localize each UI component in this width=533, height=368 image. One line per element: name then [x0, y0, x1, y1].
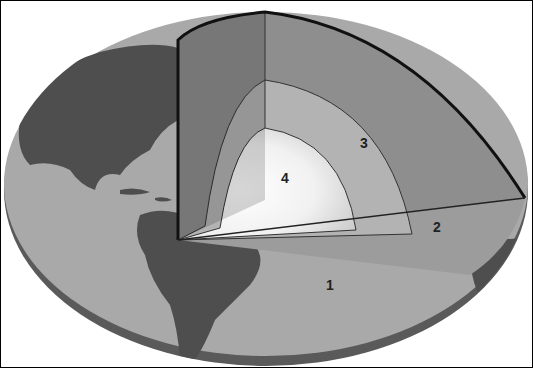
callout-number: 4 — [281, 171, 289, 185]
callout-number: 1 — [326, 278, 334, 292]
callout-number: 2 — [433, 220, 441, 234]
callout-number: 3 — [360, 136, 368, 150]
